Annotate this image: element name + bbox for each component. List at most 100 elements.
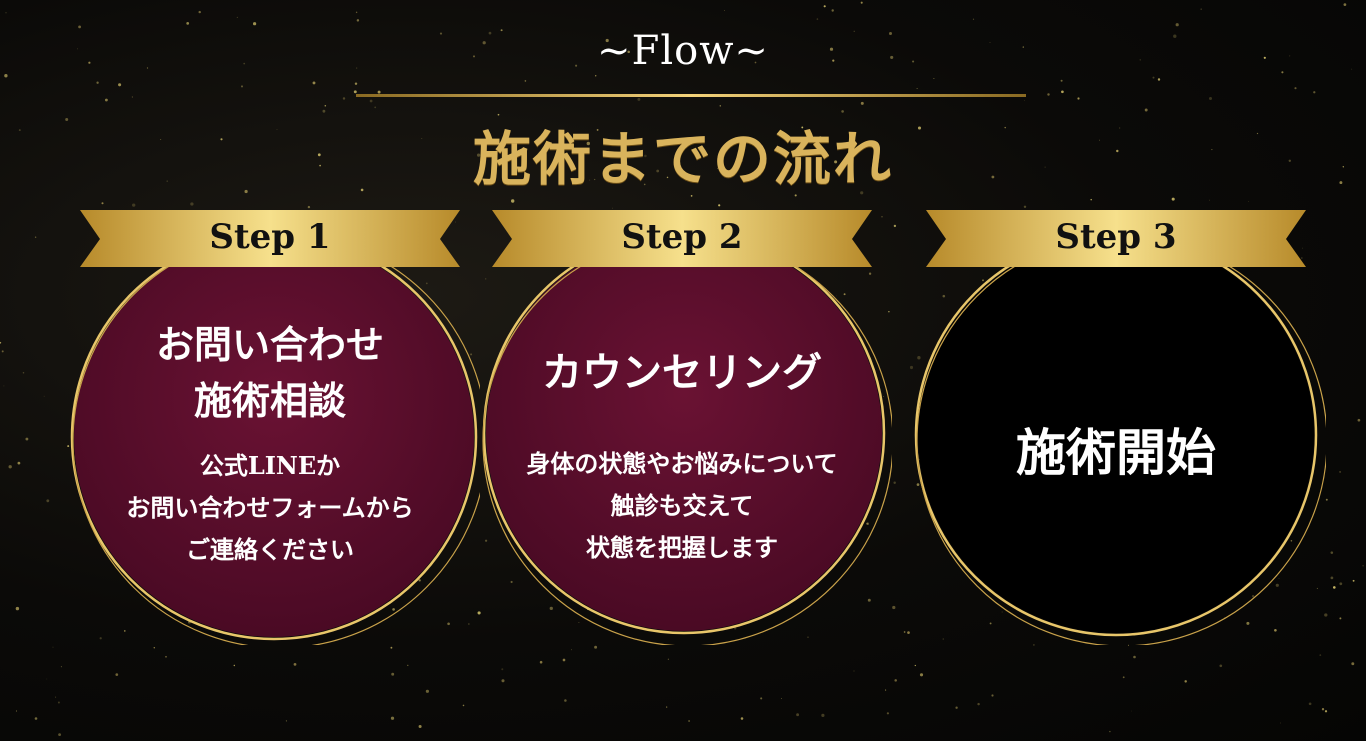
gold-speck <box>781 698 782 699</box>
gold-speck <box>244 189 248 194</box>
gold-speck <box>893 481 896 484</box>
gold-speck <box>917 356 921 360</box>
gold-speck <box>293 663 297 666</box>
step-2-title: カウンセリング <box>472 345 892 401</box>
gold-speck <box>57 701 60 704</box>
gold-speck <box>564 699 567 702</box>
gold-speck <box>1033 644 1035 646</box>
gold-speck <box>989 42 991 43</box>
gold-speck <box>1263 56 1266 59</box>
step-1-card: Step 1 お問い合わせ 施術相談 公式LINEか お問い合わせフォームから … <box>60 205 480 645</box>
gold-speck <box>165 655 167 658</box>
gold-speck <box>1290 540 1293 542</box>
gold-speck <box>46 499 50 503</box>
gold-speck <box>1144 108 1148 112</box>
gold-speck <box>0 341 2 344</box>
gold-speck <box>243 62 246 65</box>
gold-speck <box>198 10 201 14</box>
gold-speck <box>1352 579 1355 582</box>
gold-speck <box>166 180 168 182</box>
gold-speck <box>688 720 691 722</box>
gold-speck <box>562 658 566 662</box>
gold-speck <box>356 67 358 69</box>
gold-speck <box>796 713 800 717</box>
gold-speck <box>8 465 12 469</box>
gold-speck <box>319 164 321 167</box>
step-1-title-line: お問い合わせ <box>155 322 384 367</box>
gold-speck <box>821 713 825 718</box>
gold-speck <box>829 47 834 51</box>
gold-speck <box>672 139 675 143</box>
gold-speck <box>801 126 804 129</box>
gold-speck <box>1152 76 1155 79</box>
gold-speck <box>886 712 890 715</box>
gold-speck <box>1157 78 1161 81</box>
gold-speck <box>892 605 896 610</box>
gold-speck <box>1090 198 1092 201</box>
gold-speck <box>1061 90 1064 94</box>
step-2-desc-line: 身体の状態やお悩みについて <box>526 449 838 478</box>
gold-speck <box>46 678 48 680</box>
gold-speck <box>1351 68 1353 70</box>
gold-speck <box>65 118 69 121</box>
gold-speck <box>58 733 62 737</box>
gold-speck <box>666 176 669 179</box>
gold-speck <box>374 106 377 109</box>
gold-speck <box>1209 97 1212 100</box>
gold-speck <box>276 129 278 130</box>
gold-speck <box>1251 595 1255 598</box>
gold-speck <box>917 126 922 130</box>
gold-speck <box>991 694 994 697</box>
gold-speck <box>972 18 975 20</box>
gold-speck <box>860 101 864 105</box>
step-3-label: Step 3 <box>1055 217 1177 257</box>
gold-speck <box>1351 662 1355 666</box>
gold-speck <box>885 689 887 691</box>
gold-speck <box>841 110 844 113</box>
gold-speck <box>124 630 126 632</box>
gold-speck <box>524 80 527 82</box>
gold-speck <box>99 637 102 640</box>
gold-speck <box>605 38 609 43</box>
gold-speck <box>907 631 910 634</box>
gold-speck <box>186 22 190 25</box>
gold-speck <box>1248 201 1250 202</box>
gold-speck <box>236 16 238 18</box>
gold-speck <box>15 710 17 712</box>
gold-speck <box>118 83 122 87</box>
gold-speck <box>909 365 914 370</box>
gold-speck <box>5 12 7 14</box>
gold-speck <box>1357 418 1361 422</box>
step-3-title-line: 施術開始 <box>1016 423 1216 482</box>
gold-speck <box>912 60 915 63</box>
step-2-description: 身体の状態やお悩みについて 触診も交えて 状態を把握します <box>472 443 892 569</box>
gold-speck <box>1343 3 1347 6</box>
gold-speck <box>418 724 422 729</box>
gold-speck <box>890 55 894 59</box>
step-3-ribbon <box>926 210 1306 267</box>
gold-speck <box>819 136 822 139</box>
gold-speck <box>468 623 470 625</box>
gold-speck <box>455 221 457 223</box>
gold-speck <box>1184 680 1187 683</box>
gold-speck <box>3 385 5 387</box>
gold-speck <box>853 30 855 32</box>
gold-speck <box>549 606 553 611</box>
gold-speck <box>477 611 481 615</box>
gold-speck <box>233 664 236 667</box>
gold-speck <box>1023 205 1027 209</box>
gold-speck <box>353 90 357 94</box>
gold-speck <box>1319 654 1322 656</box>
gold-speck <box>132 203 136 207</box>
gold-speck <box>919 673 924 677</box>
gold-speck <box>1324 710 1328 713</box>
gold-speck <box>860 1 863 4</box>
gold-speck <box>96 81 99 84</box>
gold-speck <box>1022 46 1024 48</box>
gold-speck <box>903 631 906 633</box>
gold-speck <box>1200 8 1202 10</box>
gold-speck <box>322 109 326 113</box>
gold-speck <box>1173 34 1177 38</box>
gold-speck <box>1339 181 1343 185</box>
gold-speck <box>1294 87 1297 90</box>
